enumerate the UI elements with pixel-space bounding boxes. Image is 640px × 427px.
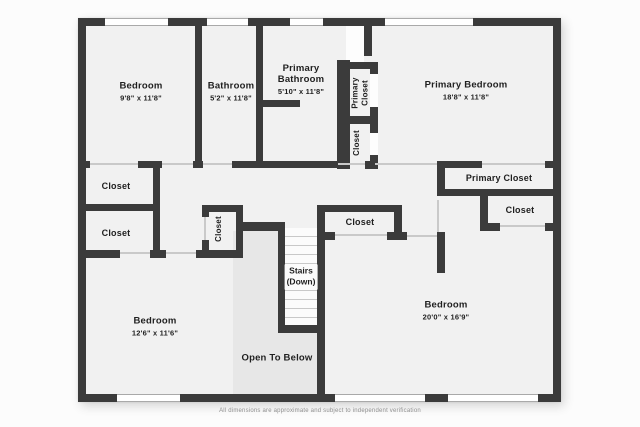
wall-segment	[256, 26, 263, 166]
wall-segment	[317, 205, 325, 394]
wall-segment	[370, 107, 378, 124]
door-opening	[204, 217, 206, 240]
open-to-below-label: Open To Below	[241, 352, 313, 364]
wall-segment	[553, 18, 561, 402]
room-label-bathroom: Bathroom 5'2" x 11'8"	[207, 80, 255, 103]
door-opening	[375, 163, 437, 165]
stairs-label-line1: Stairs	[289, 265, 313, 276]
primary-closet-label: Primary Closet	[465, 173, 533, 183]
door-opening	[370, 74, 378, 107]
stairs-label: Stairs (Down)	[284, 264, 318, 290]
wall-segment	[150, 250, 166, 258]
wall-segment	[365, 161, 375, 169]
room-name: Primary Bathroom	[277, 63, 325, 85]
wall-segment	[317, 232, 335, 240]
wall-segment	[394, 205, 402, 235]
wall-segment	[202, 240, 209, 258]
room-name: Primary Bedroom	[424, 79, 508, 91]
room-label-bedroom-top-left: Bedroom 9'8" x 11'8"	[119, 80, 163, 103]
wall-segment	[370, 62, 378, 74]
wall-segment	[196, 250, 243, 258]
wall-segment	[364, 26, 372, 56]
room-dims: 20'0" x 16'9"	[422, 312, 470, 322]
door-opening	[203, 163, 232, 165]
wall-segment	[437, 189, 561, 196]
wall-segment	[78, 204, 160, 211]
room-dims: 5'10" x 11'8"	[277, 86, 325, 96]
window	[335, 394, 425, 402]
wall-segment	[193, 161, 203, 168]
door-opening	[370, 133, 378, 155]
wall-segment	[78, 394, 561, 402]
door-opening	[90, 163, 138, 165]
closet-label: Closet	[101, 228, 131, 238]
closet-label: Closet	[505, 205, 535, 215]
wall-segment	[437, 161, 482, 168]
wall-segment	[437, 161, 445, 196]
room-name: Bedroom	[119, 80, 163, 92]
door-opening	[346, 26, 364, 62]
room-dims: 18'8" x 11'8"	[442, 92, 490, 102]
wall-segment	[480, 223, 500, 231]
wall-segment	[437, 232, 445, 273]
wall-segment	[387, 232, 407, 240]
wall-segment	[256, 100, 300, 107]
wall-segment	[138, 161, 162, 168]
wall-segment	[195, 26, 202, 162]
room-label-bedroom-bottom-left: Bedroom 12'6" x 11'6"	[131, 315, 179, 338]
closet-label: Closet	[214, 216, 224, 242]
room-dims: 5'2" x 11'8"	[210, 93, 252, 103]
door-opening	[120, 252, 150, 254]
wall-segment	[78, 250, 120, 258]
wall-segment	[370, 124, 378, 133]
wall-segment	[232, 161, 338, 168]
door-opening	[335, 234, 387, 236]
wall-segment	[345, 62, 378, 69]
door-opening	[482, 163, 545, 165]
room-name: Bedroom	[424, 299, 468, 311]
closet-label: Closet	[352, 130, 362, 156]
wall-segment	[278, 325, 325, 333]
room-label-primary-bedroom: Primary Bedroom 18'8" x 11'8"	[424, 79, 508, 102]
door-opening	[407, 235, 437, 237]
disclaimer-text: All dimensions are approximate and subje…	[219, 408, 421, 414]
closet-label: Closet	[345, 217, 375, 227]
primary-closet-label: Primary Closet	[350, 77, 369, 109]
wall-segment	[345, 116, 378, 124]
wall-segment	[202, 205, 243, 212]
wall-segment	[202, 205, 209, 217]
closet-label: Closet	[101, 181, 131, 191]
wall-segment	[317, 205, 402, 212]
window	[385, 18, 473, 26]
door-opening	[500, 225, 545, 227]
window	[290, 18, 323, 26]
window	[117, 394, 180, 402]
wall-segment	[278, 228, 285, 332]
wall-segment	[545, 223, 561, 231]
wall-segment	[480, 196, 488, 231]
window	[105, 18, 168, 26]
open-to-below-area	[233, 332, 317, 394]
door-opening	[437, 200, 439, 232]
door-opening	[162, 163, 193, 165]
wall-segment	[236, 222, 285, 231]
door-opening	[166, 252, 196, 254]
window	[207, 18, 248, 26]
door-opening	[338, 163, 365, 165]
wall-segment	[545, 161, 561, 168]
room-name: Bedroom	[133, 315, 177, 327]
wall-segment	[236, 205, 243, 258]
stairs-label-line2: (Down)	[286, 277, 316, 287]
wall-segment	[78, 161, 90, 168]
room-name: Bathroom	[207, 80, 255, 92]
room-dims: 12'6" x 11'6"	[131, 328, 179, 338]
window	[448, 394, 538, 402]
room-dims: 9'8" x 11'8"	[120, 93, 162, 103]
wall-segment	[337, 60, 350, 169]
room-label-primary-bathroom: Primary Bathroom 5'10" x 11'8"	[268, 63, 334, 96]
room-label-bedroom-bottom-right: Bedroom 20'0" x 16'9"	[422, 299, 470, 322]
